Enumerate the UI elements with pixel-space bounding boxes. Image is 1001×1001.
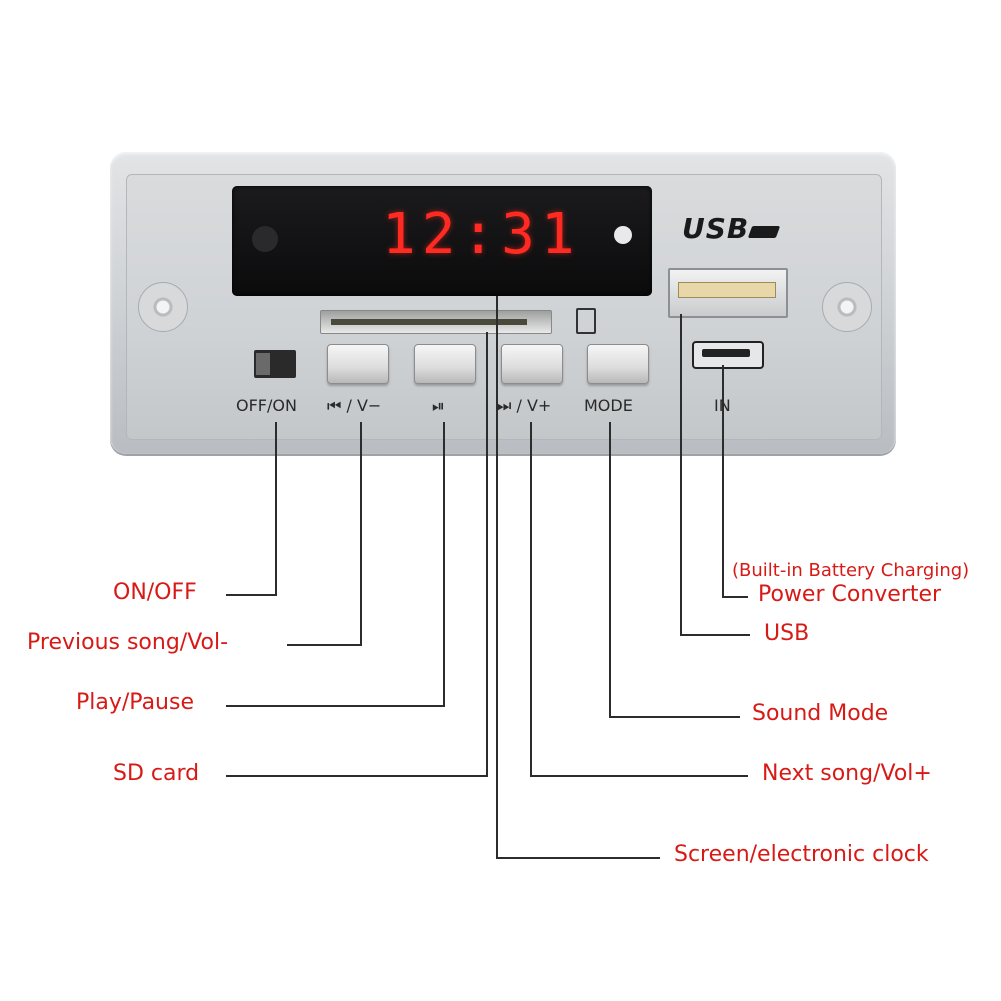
- leader-next-v: [530, 422, 532, 777]
- leader-screen-v: [496, 296, 498, 859]
- leader-usb-h: [680, 634, 750, 636]
- leader-play-h: [226, 705, 445, 707]
- indicator-led: [614, 226, 632, 244]
- leader-usb-v: [680, 314, 682, 636]
- leader-play-v: [443, 422, 445, 707]
- usb-port[interactable]: [668, 268, 788, 318]
- sd-card-icon: [576, 308, 596, 334]
- leader-power-h: [722, 596, 748, 598]
- off-on-label: OFF/ON: [236, 396, 297, 415]
- mode-label: MODE: [584, 396, 633, 415]
- mode-button[interactable]: [587, 344, 649, 384]
- callout-next: Next song/Vol+: [762, 761, 932, 786]
- leader-mode-v: [609, 422, 611, 718]
- callout-on-off: ON/OFF: [113, 580, 197, 605]
- mini-usb-power-port[interactable]: [692, 341, 764, 369]
- clock-readout: 12:31: [382, 202, 581, 267]
- right-mount-hole: [822, 282, 872, 332]
- sd-card-slot[interactable]: [320, 310, 552, 334]
- leader-sd-h: [226, 775, 488, 777]
- usb-port-tongue: [678, 282, 776, 298]
- power-switch[interactable]: [254, 350, 296, 378]
- power-switch-knob: [256, 353, 270, 375]
- leader-mode-h: [609, 716, 740, 718]
- play-label: ⏯: [432, 396, 445, 415]
- next-vol-label: ⏭ / V+: [497, 396, 552, 415]
- left-mount-hole: [138, 282, 188, 332]
- next-button[interactable]: [501, 344, 563, 384]
- callout-sd-card: SD card: [113, 761, 200, 786]
- sd-slot-opening: [331, 319, 527, 325]
- callout-screen: Screen/electronic clock: [674, 842, 929, 867]
- prev-vol-label: ⏮ / V−: [327, 396, 382, 415]
- play-pause-button[interactable]: [414, 344, 476, 384]
- callout-previous: Previous song/Vol-: [27, 630, 229, 655]
- leader-prev-h: [287, 644, 362, 646]
- leader-onoff-v: [275, 422, 277, 596]
- leader-next-h: [530, 775, 748, 777]
- led-display: 12:31: [232, 186, 652, 296]
- callout-play-pause: Play/Pause: [76, 690, 194, 715]
- leader-sd-v: [486, 332, 488, 777]
- leader-prev-v: [360, 422, 362, 646]
- callout-sound-mode: Sound Mode: [752, 701, 889, 726]
- callout-battery-note: (Built-in Battery Charging): [732, 560, 970, 581]
- leader-power-v: [722, 365, 724, 598]
- mini-usb-slot: [702, 349, 750, 357]
- leader-onoff-h: [226, 594, 277, 596]
- ir-receiver: [252, 226, 278, 252]
- usb-logo: USB: [682, 212, 750, 245]
- callout-usb: USB: [764, 621, 810, 646]
- usb-logo-plug-icon: [747, 226, 781, 238]
- leader-screen-h: [496, 857, 660, 859]
- previous-button[interactable]: [327, 344, 389, 384]
- callout-power-converter: Power Converter: [758, 582, 942, 607]
